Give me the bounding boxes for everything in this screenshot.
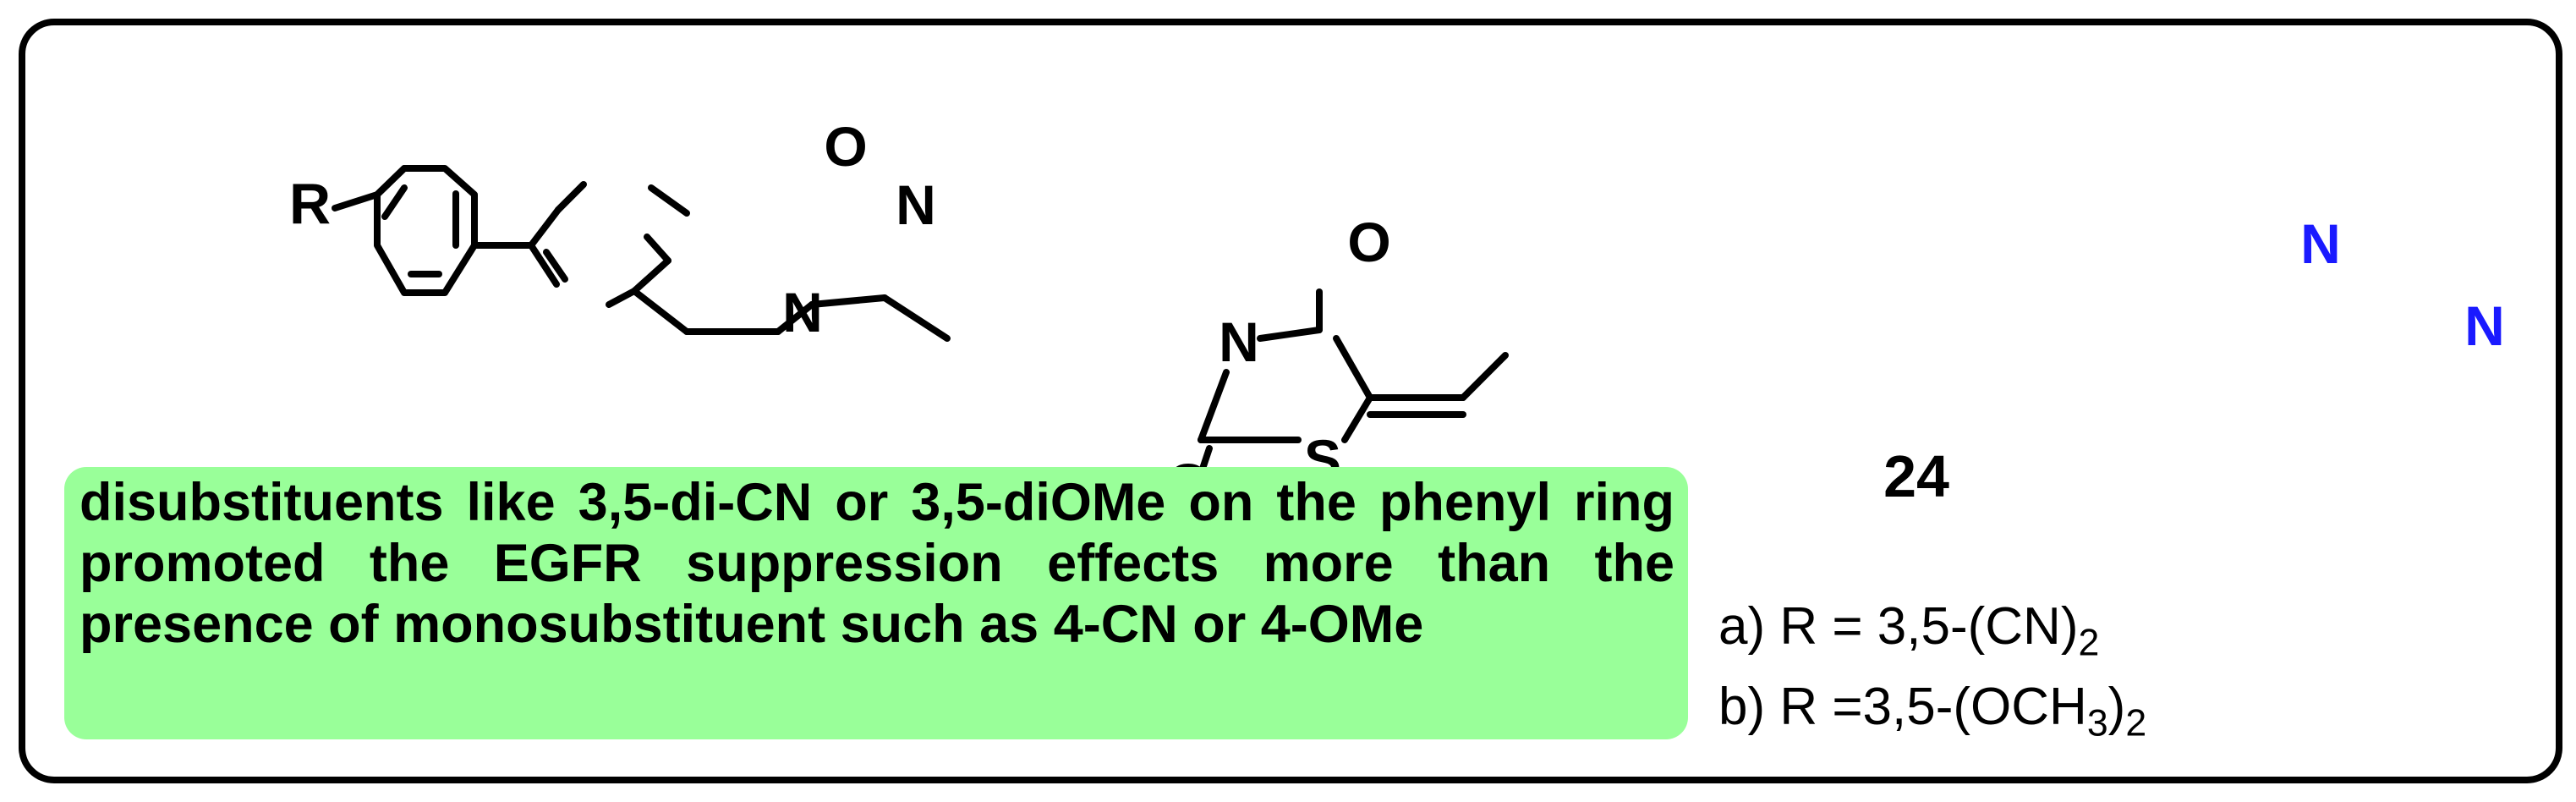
phenyl-ring-edge — [374, 165, 408, 198]
carbonyl-o-top-label: O — [1347, 211, 1390, 273]
vinyl-benzimidazole-bond — [1460, 352, 1509, 401]
substituent-b-text: b) R =3,5-(OCH — [1718, 678, 2087, 736]
ethyl-to-n-bond — [881, 294, 951, 342]
tzd-n-c4 — [1257, 327, 1323, 342]
substituent-b-paren: ) — [2107, 678, 2126, 736]
oxadiazole-o-side — [555, 181, 587, 213]
compound-number-label: 24 — [1883, 443, 1949, 509]
oxadiazole-n-bottom-label: N — [782, 281, 823, 343]
oxadiazole-c5-n4-double — [543, 249, 568, 283]
oxadiazole-o-label: O — [824, 115, 867, 178]
substituent-b-subscript-1: 3 — [2086, 702, 2108, 744]
phenyl-double-bond-left — [381, 184, 408, 220]
substituent-a: a) R = 3,5-(CN)2 — [1718, 596, 2099, 662]
oxadiazole-n-top-label: N — [896, 173, 936, 236]
sar-note-box: disubstituents like 3,5-di-CN or 3,5-diO… — [64, 467, 1688, 739]
phenyl-ring-outline — [374, 165, 478, 296]
substituent-a-subscript: 2 — [2078, 622, 2100, 664]
substituent-a-text: a) R = 3,5-(CN) — [1718, 597, 2079, 656]
oxadiazole-c3-n2-double — [644, 233, 671, 264]
tzd-c5-c4 — [1333, 335, 1373, 401]
oxadiazole-n-side — [648, 184, 690, 217]
tzd-s-c5 — [1341, 394, 1373, 443]
ethyl-linker-4 — [808, 294, 888, 308]
ethyl-linker-1 — [631, 288, 690, 335]
r-group-bond — [332, 191, 381, 211]
benzimidazole-n-methyl-label: N — [2464, 294, 2505, 357]
substituent-b: b) R =3,5-(OCH3)2 — [1718, 677, 2146, 742]
oxadiazole-n4-c3-bond — [606, 288, 638, 308]
tzd-n-c2 — [1198, 369, 1230, 443]
benzimidazole-n-imine-label: N — [2300, 212, 2341, 275]
oxadiazole-c3-inner — [631, 257, 671, 294]
substituent-b-subscript-2: 2 — [2125, 702, 2147, 744]
oxadiazole-c5-o-bond — [528, 206, 562, 249]
ethyl-linker-3 — [775, 301, 815, 335]
thiazolidine-n-label: N — [1219, 310, 1259, 373]
oxadiazole-c5-n4-bond — [528, 242, 560, 288]
sar-note-text: disubstituents like 3,5-di-CN or 3,5-diO… — [79, 473, 1674, 654]
r-group-label: R — [289, 172, 331, 236]
